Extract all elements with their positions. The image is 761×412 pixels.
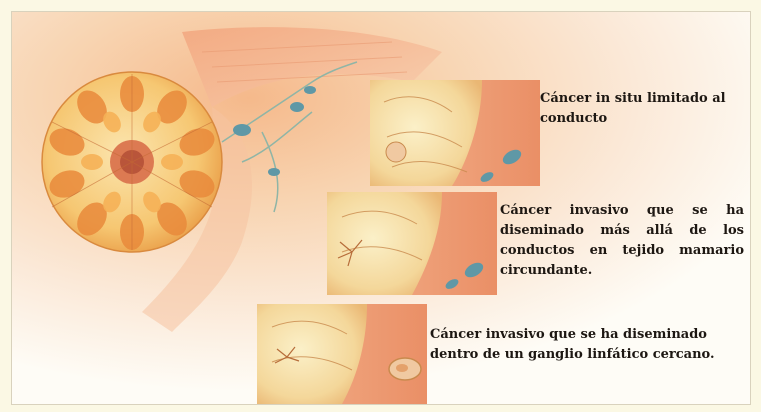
caption-invasive-lymph-node: Cáncer invasivo que se ha diseminado den…: [430, 325, 750, 365]
inset-in-situ: [370, 80, 540, 186]
illustration-panel: Cáncer in situ limitado al conducto Cánc…: [11, 11, 751, 405]
breast-cross-section: [42, 72, 222, 252]
caption-in-situ: Cáncer in situ limitado al conducto: [540, 89, 740, 129]
inset-lymph-node-spread: [257, 304, 427, 404]
caption-invasive-tissue: Cáncer invasivo que se ha diseminado más…: [500, 201, 744, 281]
inset-invasive-tissue: [327, 192, 497, 295]
